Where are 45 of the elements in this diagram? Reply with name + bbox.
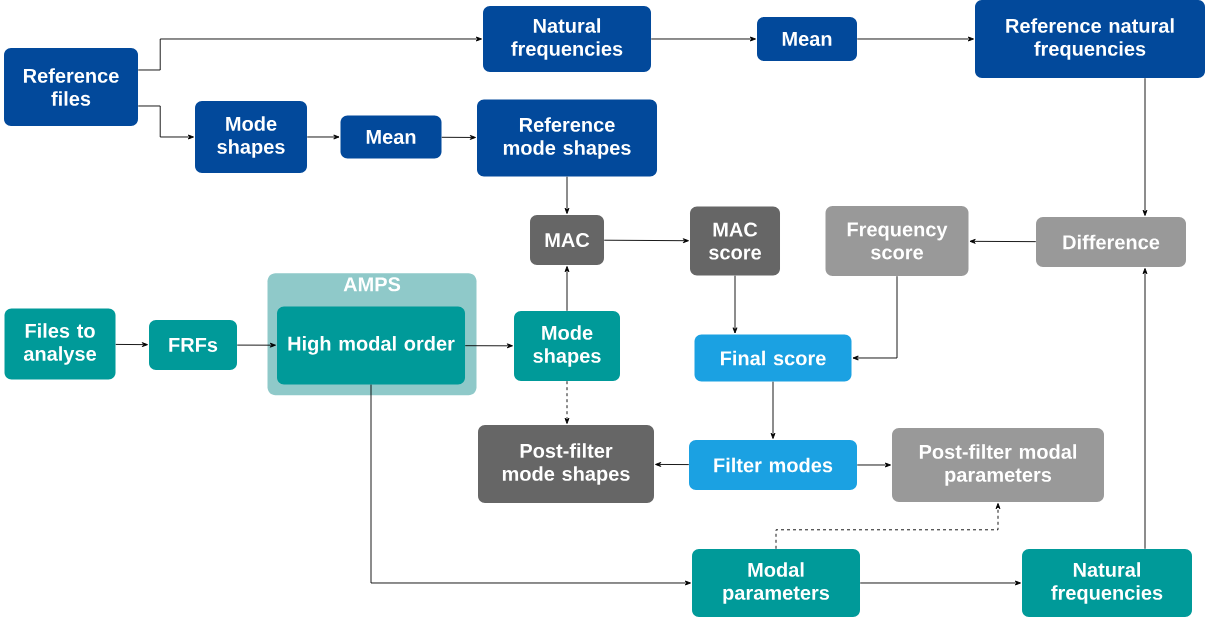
process-box: Reference natural frequencies — [975, 0, 1205, 78]
process-box: Mode shapes — [195, 101, 307, 173]
arrow — [236, 342, 276, 348]
arrow — [650, 36, 756, 42]
arrow — [770, 381, 776, 439]
process-box: Mean — [340, 115, 442, 159]
arrow — [1142, 77, 1148, 216]
process-box: Post-filter modal parameters — [892, 428, 1104, 502]
arrow — [137, 36, 482, 71]
process-box: MAC — [530, 215, 604, 265]
process-box: Frequency score — [825, 206, 969, 276]
arrow — [852, 275, 898, 361]
process-box: Files to analyse — [4, 308, 116, 380]
arrow — [859, 580, 1021, 586]
process-box: High modal order — [277, 306, 465, 385]
arrow — [969, 238, 1037, 244]
arrow — [564, 176, 570, 214]
process-box: FRFs — [149, 320, 237, 370]
arrow — [856, 462, 891, 468]
process-box: Final score — [694, 334, 852, 382]
arrow — [564, 266, 570, 312]
process-box: Reference files — [4, 48, 138, 126]
process-box: Mean — [757, 17, 857, 61]
process-box: Difference — [1036, 217, 1186, 267]
arrow — [732, 275, 738, 334]
arrow — [856, 36, 974, 42]
process-box: Post-filter mode shapes — [478, 425, 654, 503]
process-box: MAC score — [690, 206, 780, 276]
arrow — [775, 503, 1001, 550]
arrow — [1142, 268, 1148, 550]
arrow — [603, 238, 689, 244]
arrow — [306, 134, 340, 140]
arrow — [137, 105, 194, 140]
arrow — [564, 380, 570, 424]
arrow — [655, 462, 690, 467]
process-box: Modal parameters — [692, 549, 860, 617]
process-box: Mode shapes — [514, 311, 620, 381]
arrow — [370, 384, 691, 586]
arrow — [115, 342, 148, 348]
process-box: Natural frequencies — [1022, 549, 1192, 617]
process-box: Reference mode shapes — [477, 99, 657, 177]
arrow — [441, 135, 476, 140]
process-box: Filter modes — [689, 440, 857, 490]
arrow — [464, 343, 513, 349]
process-box: Natural frequencies — [483, 6, 651, 72]
